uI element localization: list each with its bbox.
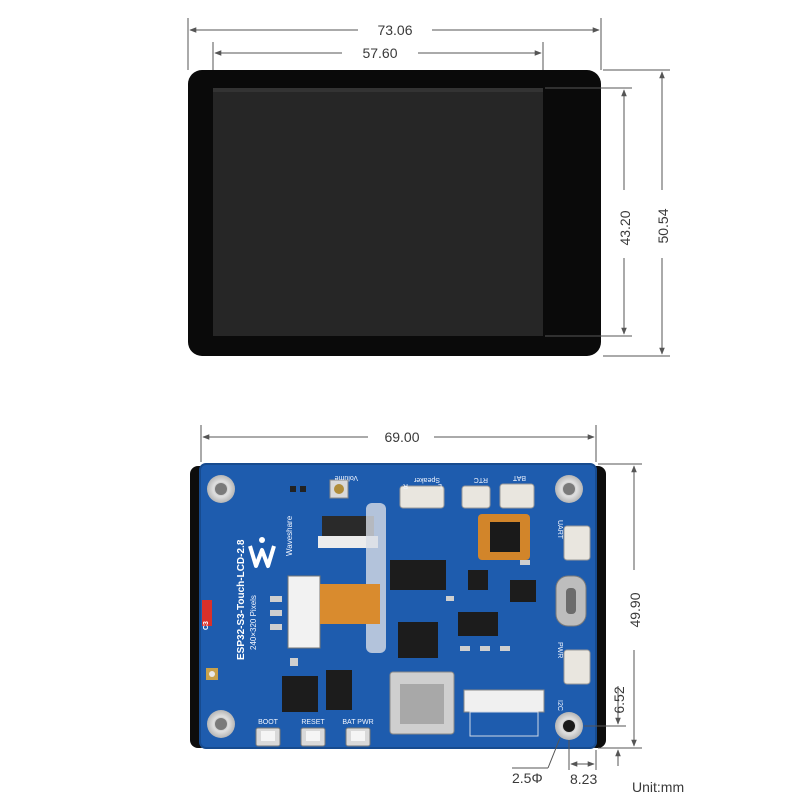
i2c-connector (563, 649, 591, 685)
waveshare-logo-icon (248, 537, 276, 568)
speaker-l-label: L (438, 482, 442, 489)
lcd-active-area (213, 88, 543, 336)
dim-top-width: 73.06 (377, 22, 412, 38)
dim-hole-edge: 8.23 (570, 771, 597, 787)
unit-label: Unit:mm (632, 779, 684, 795)
bat-pwr-label: BAT PWR (342, 719, 373, 726)
dim-bottom-height: 49.90 (627, 592, 643, 627)
speaker-connector (399, 485, 445, 509)
dim-hole-offset: 6.52 (611, 686, 627, 713)
ic-chip-1 (390, 560, 446, 590)
i2c-label: I2C (556, 700, 563, 711)
front-view: 73.06 57.60 43.20 50.54 (187, 18, 671, 357)
rtc-connector (461, 485, 491, 509)
rear-view: 69.00 (190, 425, 684, 795)
ic-chip-4 (326, 670, 352, 710)
bottom-fpc-connector (463, 689, 545, 713)
bat-connector (499, 483, 535, 509)
ic-chip-5 (458, 612, 498, 636)
brand-label: Waveshare (285, 515, 294, 556)
dim-screen-width: 57.60 (362, 45, 397, 61)
c3-label: C3 (203, 621, 210, 630)
ic-chip-2 (398, 622, 438, 658)
boot-label: BOOT (258, 719, 279, 726)
volume-label: Volume (335, 474, 358, 481)
c3-capacitor (202, 600, 212, 626)
dim-top-height: 50.54 (655, 208, 671, 243)
speaker-label: Speaker (413, 476, 440, 483)
fpc-connector (322, 516, 374, 538)
reset-label: RESET (301, 719, 325, 726)
board-pixels-label: 240×320 Pixels (249, 595, 258, 650)
rtc-label: RTC (474, 476, 488, 483)
pwr-label: PWR (556, 642, 563, 658)
uart-connector (563, 525, 591, 561)
zif-connector (287, 575, 321, 649)
bat-top-label: BAT (512, 474, 526, 481)
dim-bottom-width: 69.00 (384, 429, 419, 445)
dim-screen-height: 43.20 (617, 210, 633, 245)
ic-chip-3 (282, 676, 318, 712)
speaker-r-label: R (403, 482, 408, 489)
uart-label: UART (556, 520, 563, 540)
dim-hole-diameter: 2.5Φ (512, 770, 543, 786)
amber-flex (320, 584, 380, 624)
board-model-label: ESP32-S3-Touch-LCD-2.8 (236, 539, 247, 660)
